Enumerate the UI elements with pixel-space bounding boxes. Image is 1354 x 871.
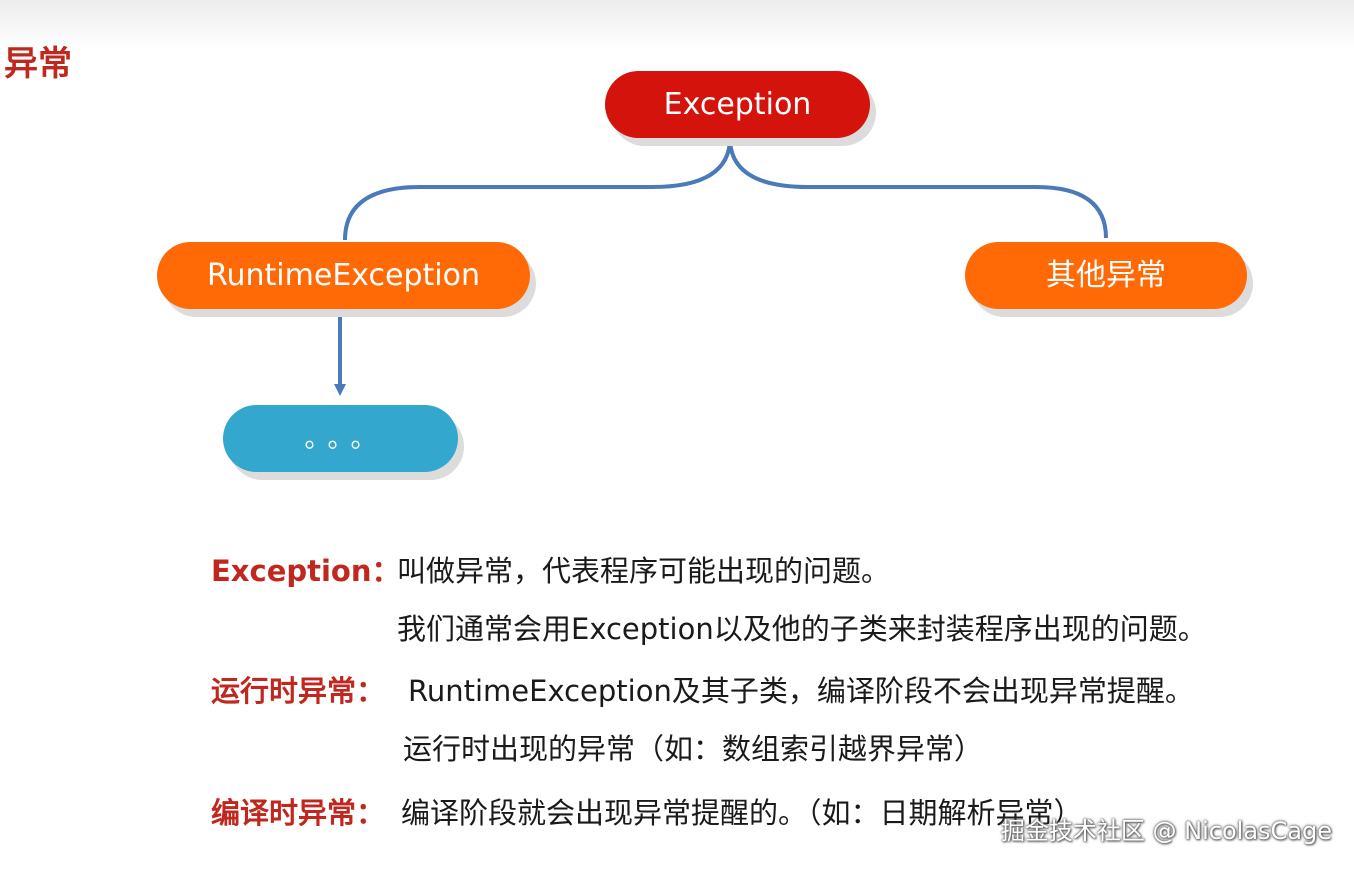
top-shade [0, 0, 1354, 50]
node-runtime-exception: RuntimeException [157, 242, 530, 309]
note-runtime-line-1: RuntimeException及其子类，编译阶段不会出现异常提醒。 [408, 674, 1194, 708]
note-exception-line-2: 我们通常会用Exception以及他的子类来封装程序出现的问题。 [397, 612, 1207, 646]
node-more-subclasses: 。。。 [223, 405, 458, 472]
note-exception-term: Exception： [211, 554, 401, 588]
connector-root-to-runtime [343, 137, 732, 241]
note-compile-line-1: 编译阶段就会出现异常提醒的。（如：日期解析异常） [401, 796, 1083, 830]
note-exception-line-1: 叫做异常，代表程序可能出现的问题。 [397, 554, 891, 588]
page-title: 异常 [4, 44, 72, 84]
note-runtime-line-2: 运行时出现的异常（如：数组索引越界异常） [403, 732, 984, 766]
connector-root-to-other [728, 137, 1108, 239]
watermark: 掘金技术社区 @ NicolasCage [1000, 817, 1332, 845]
note-compile-term: 编译时异常： [211, 796, 386, 830]
note-runtime-term: 运行时异常： [211, 674, 386, 708]
node-exception: Exception [605, 71, 870, 138]
node-other-exceptions: 其他异常 [965, 242, 1247, 309]
